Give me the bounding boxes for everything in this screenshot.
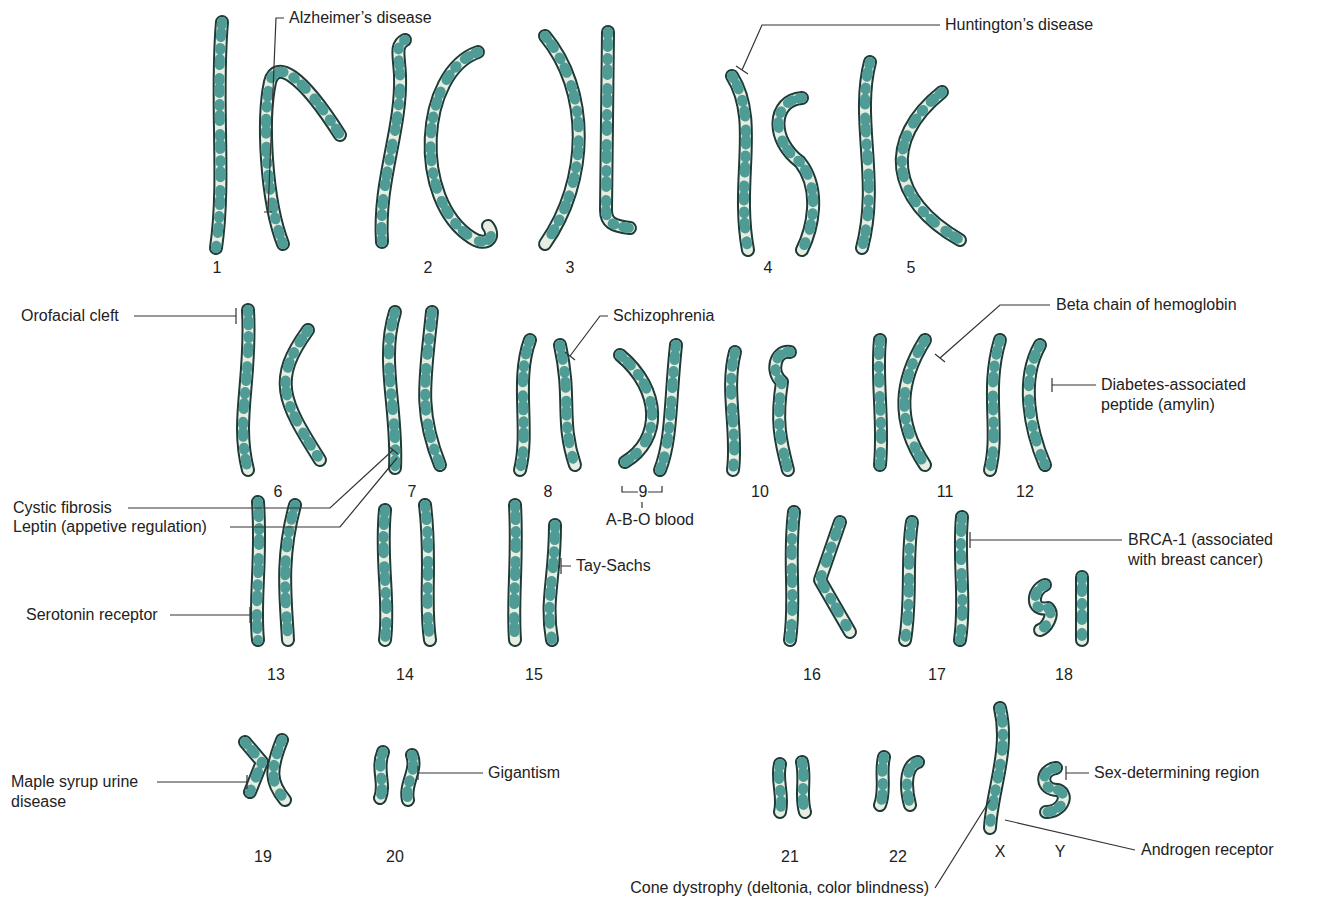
- gene-label: Cystic fibrosis: [12, 498, 113, 518]
- chromosome-number: 9: [638, 482, 649, 502]
- gene-label: Maple syrup urine disease: [10, 772, 157, 812]
- chromosome-number: 11: [936, 482, 955, 502]
- gene-label: Gigantism: [487, 763, 561, 783]
- chromosome-number: 7: [407, 482, 418, 502]
- chromosome-number: 20: [385, 847, 405, 867]
- gene-label: Androgen receptor: [1140, 840, 1275, 860]
- chromosome-number: 3: [565, 258, 576, 278]
- gene-label: Serotonin receptor: [25, 605, 159, 625]
- gene-label: Beta chain of hemoglobin: [1055, 295, 1238, 315]
- gene-label: Leptin (appetive regulation): [12, 517, 208, 537]
- chromosome-number: 1: [212, 258, 223, 278]
- chromosome-number: 22: [888, 847, 908, 867]
- chromosome-number: 10: [750, 482, 770, 502]
- chromosome-number: 12: [1015, 482, 1035, 502]
- gene-label: A-B-O blood: [605, 510, 695, 530]
- gene-label: Orofacial cleft: [20, 306, 120, 326]
- gene-label: BRCA-1 (associated with breast cancer): [1127, 530, 1299, 570]
- chromosome-number: 2: [423, 258, 434, 278]
- leader-lines: [128, 18, 1135, 888]
- chromosome-number: X: [994, 842, 1007, 862]
- chromosome-number: 21: [780, 847, 800, 867]
- chromosome-number: 13: [266, 665, 286, 685]
- gene-label: Tay-Sachs: [575, 556, 652, 576]
- chromosome-number: 5: [906, 258, 917, 278]
- gene-label: Sex-determining region: [1093, 763, 1260, 783]
- gene-label: Diabetes-associated peptide (amylin): [1100, 375, 1282, 415]
- chromosome-number: 17: [927, 665, 947, 685]
- chromosome-number: 15: [524, 665, 544, 685]
- chromosome-outline: [216, 22, 1082, 828]
- gene-label: Cone dystrophy (deltonia, color blindnes…: [629, 878, 930, 898]
- chromosome-bands: [216, 22, 1082, 828]
- chromosome-body: [216, 22, 1082, 828]
- chromosome-number: 6: [273, 482, 284, 502]
- chromosome-number: Y: [1054, 842, 1067, 862]
- gene-label: Alzheimer’s disease: [288, 8, 433, 28]
- gene-label: Schizophrenia: [612, 306, 715, 326]
- gene-label: Huntington’s disease: [944, 15, 1094, 35]
- chromosome-number: 8: [543, 482, 554, 502]
- chromosome-number: 19: [253, 847, 273, 867]
- chromosome-number: 16: [802, 665, 822, 685]
- chromosome-number: 14: [395, 665, 415, 685]
- chromosome-number: 18: [1054, 665, 1074, 685]
- chromosome-number: 4: [763, 258, 774, 278]
